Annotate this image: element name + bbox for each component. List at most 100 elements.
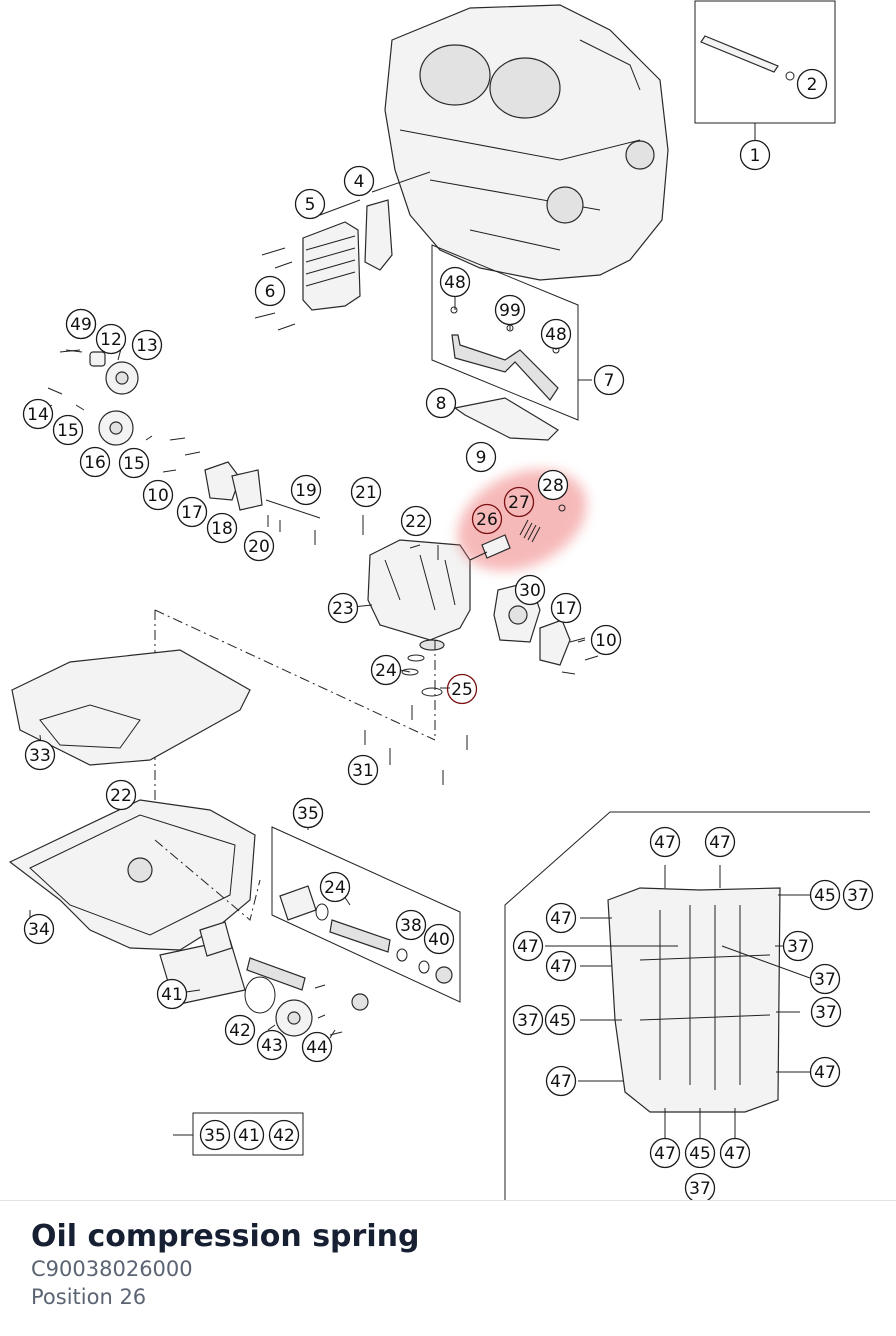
- callout-41[interactable]: 41: [233, 1119, 265, 1151]
- svg-text:16: 16: [84, 453, 106, 473]
- callout-99[interactable]: 99: [494, 294, 526, 326]
- svg-text:15: 15: [123, 454, 145, 474]
- callout-48[interactable]: 48: [439, 266, 471, 298]
- svg-text:45: 45: [814, 886, 836, 906]
- callout-24[interactable]: 24: [319, 871, 351, 903]
- part-number: C90038026000: [31, 1257, 193, 1281]
- callout-27[interactable]: 27: [503, 486, 535, 518]
- callout-38[interactable]: 38: [395, 909, 427, 941]
- svg-text:26: 26: [476, 510, 498, 530]
- callout-22[interactable]: 22: [400, 505, 432, 537]
- callout-42[interactable]: 42: [224, 1014, 256, 1046]
- callout-48[interactable]: 48: [540, 318, 572, 350]
- svg-text:6: 6: [265, 282, 276, 302]
- svg-text:7: 7: [604, 371, 615, 391]
- svg-text:20: 20: [248, 537, 270, 557]
- callout-19[interactable]: 19: [290, 474, 322, 506]
- callout-47[interactable]: 47: [809, 1056, 841, 1088]
- callout-10[interactable]: 10: [590, 624, 622, 656]
- callout-13[interactable]: 13: [131, 329, 163, 361]
- callout-35[interactable]: 35: [292, 797, 324, 829]
- callout-37[interactable]: 37: [809, 963, 841, 995]
- callout-31[interactable]: 31: [347, 754, 379, 786]
- svg-text:47: 47: [654, 833, 676, 853]
- callout-34[interactable]: 34: [23, 913, 55, 945]
- callout-47[interactable]: 47: [649, 1137, 681, 1169]
- callout-43[interactable]: 43: [256, 1029, 288, 1061]
- callout-5[interactable]: 5: [294, 188, 326, 220]
- callout-25[interactable]: 25: [446, 673, 478, 705]
- svg-text:49: 49: [70, 315, 92, 335]
- callout-1[interactable]: 1: [739, 139, 771, 171]
- svg-text:47: 47: [654, 1144, 676, 1164]
- callout-30[interactable]: 30: [514, 574, 546, 606]
- svg-text:4: 4: [354, 172, 365, 192]
- svg-text:99: 99: [499, 301, 521, 321]
- callout-18[interactable]: 18: [206, 512, 238, 544]
- callout-15[interactable]: 15: [118, 447, 150, 479]
- callout-28[interactable]: 28: [537, 469, 569, 501]
- callout-35[interactable]: 35: [199, 1119, 231, 1151]
- callout-20[interactable]: 20: [243, 530, 275, 562]
- svg-text:47: 47: [709, 833, 731, 853]
- callout-layer: 1245678910101212131415151617171819202122…: [22, 68, 874, 1201]
- svg-text:17: 17: [181, 503, 203, 523]
- svg-text:35: 35: [204, 1126, 226, 1146]
- callout-40[interactable]: 40: [423, 923, 455, 955]
- svg-text:30: 30: [519, 581, 541, 601]
- part-detail-panel: Oil compression spring C90038026000 Posi…: [0, 1200, 896, 1336]
- svg-text:2: 2: [807, 75, 818, 95]
- callout-47[interactable]: 47: [545, 1065, 577, 1097]
- callout-17[interactable]: 17: [550, 592, 582, 624]
- svg-text:48: 48: [444, 273, 466, 293]
- callout-37[interactable]: 37: [782, 930, 814, 962]
- callout-42[interactable]: 42: [268, 1119, 300, 1151]
- pin-inset: [694, 0, 836, 140]
- svg-text:27: 27: [508, 493, 530, 513]
- callout-16[interactable]: 16: [79, 446, 111, 478]
- filter-assembly: [159, 826, 461, 1037]
- callout-45[interactable]: 45: [684, 1137, 716, 1169]
- callout-12[interactable]: 12: [95, 323, 127, 355]
- svg-text:13: 13: [136, 336, 158, 356]
- callout-41[interactable]: 41: [156, 978, 188, 1010]
- svg-text:15: 15: [57, 421, 79, 441]
- callout-24[interactable]: 24: [370, 654, 402, 686]
- callout-47[interactable]: 47: [512, 930, 544, 962]
- callout-21[interactable]: 21: [350, 476, 382, 508]
- callout-10[interactable]: 10: [142, 479, 174, 511]
- kit-99-box: [192, 1112, 304, 1156]
- callout-15[interactable]: 15: [52, 414, 84, 446]
- callout-33[interactable]: 33: [24, 739, 56, 771]
- callout-37[interactable]: 37: [842, 879, 874, 911]
- svg-text:19: 19: [295, 481, 317, 501]
- callout-9[interactable]: 9: [465, 441, 497, 473]
- callout-37[interactable]: 37: [684, 1172, 716, 1201]
- callout-49[interactable]: 49: [65, 308, 97, 340]
- callout-47[interactable]: 47: [545, 902, 577, 934]
- callout-44[interactable]: 44: [301, 1031, 333, 1063]
- callout-8[interactable]: 8: [425, 387, 457, 419]
- callout-14[interactable]: 14: [22, 398, 54, 430]
- svg-text:37: 37: [517, 1011, 539, 1031]
- callout-22[interactable]: 22: [105, 779, 137, 811]
- callout-45[interactable]: 45: [809, 879, 841, 911]
- svg-text:1: 1: [750, 146, 761, 166]
- callout-37[interactable]: 37: [512, 1004, 544, 1036]
- callout-47[interactable]: 47: [649, 826, 681, 858]
- callout-7[interactable]: 7: [593, 364, 625, 396]
- callout-26[interactable]: 26: [471, 503, 503, 535]
- svg-text:42: 42: [273, 1126, 295, 1146]
- callout-23[interactable]: 23: [327, 592, 359, 624]
- svg-text:48: 48: [545, 325, 567, 345]
- callout-47[interactable]: 47: [704, 826, 736, 858]
- callout-37[interactable]: 37: [810, 996, 842, 1028]
- callout-45[interactable]: 45: [544, 1004, 576, 1036]
- callout-2[interactable]: 2: [796, 68, 828, 100]
- callout-4[interactable]: 4: [343, 165, 375, 197]
- callout-17[interactable]: 17: [176, 496, 208, 528]
- callout-6[interactable]: 6: [254, 275, 286, 307]
- svg-text:24: 24: [324, 878, 346, 898]
- callout-47[interactable]: 47: [719, 1137, 751, 1169]
- callout-47[interactable]: 47: [545, 950, 577, 982]
